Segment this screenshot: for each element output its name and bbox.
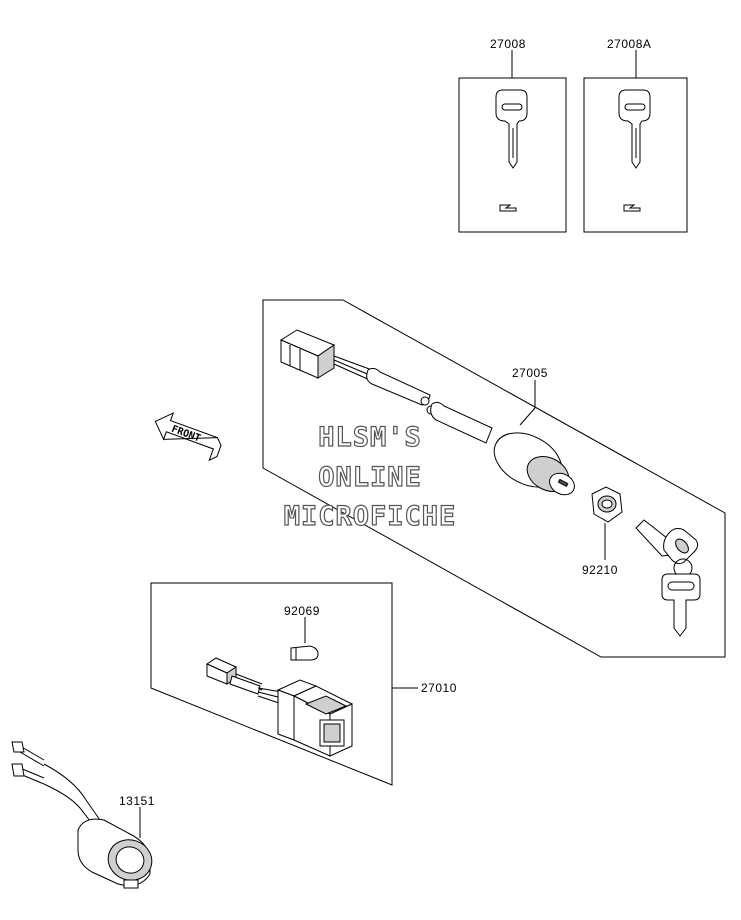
watermark: HLSM'S ONLINE MICROFICHE [283, 421, 457, 532]
lamp-switch-frame [150, 582, 393, 786]
ignition-switch-group: 27005 92210 [262, 299, 726, 658]
key-code-tag-icon [499, 204, 517, 212]
key-icon [495, 89, 528, 169]
lamp-switch-body-icon [276, 679, 354, 757]
wire-terminal [11, 763, 25, 777]
label-27005[interactable]: 27005 [512, 366, 548, 380]
label-27008[interactable]: 27008 [490, 37, 526, 51]
label-27008A[interactable]: 27008A [607, 37, 651, 51]
key-icon [661, 573, 701, 637]
label-92210[interactable]: 92210 [582, 563, 618, 577]
key-27008-group: 27008 [458, 37, 567, 233]
ignition-switch-leader-2 [519, 407, 536, 426]
label-92069[interactable]: 92069 [284, 604, 320, 618]
key-icon [635, 519, 699, 578]
key-27008A-group: 27008A [583, 37, 688, 233]
wire-break [420, 396, 430, 406]
label-27010[interactable]: 27010 [421, 681, 457, 695]
connector-icon [279, 329, 336, 379]
ignition-switch-body-icon [493, 432, 575, 496]
wire [19, 745, 45, 761]
watermark-line-3: MICROFICHE [284, 501, 457, 532]
ignition-switch-frame [262, 299, 726, 658]
lamp-switch-group: 27010 92069 [150, 582, 457, 786]
wire-sleeve [229, 675, 261, 695]
watermark-line-2: ONLINE [318, 462, 422, 493]
wire-terminal [11, 741, 25, 753]
wire [43, 763, 101, 821]
front-arrow-icon: FRONT [154, 412, 222, 462]
hex-nut-icon [591, 486, 623, 523]
connector-icon [205, 657, 238, 685]
watermark-line-1: HLSM'S [318, 422, 422, 453]
key-icon [618, 89, 651, 169]
bulb-icon [290, 645, 319, 661]
wire-sleeve [366, 367, 431, 406]
socket-group: 13151 [11, 741, 155, 889]
key-code-tag-icon [623, 204, 641, 212]
label-13151[interactable]: 13151 [119, 794, 155, 808]
socket-body-icon [77, 818, 153, 889]
wire-sleeve-2 [430, 401, 493, 444]
